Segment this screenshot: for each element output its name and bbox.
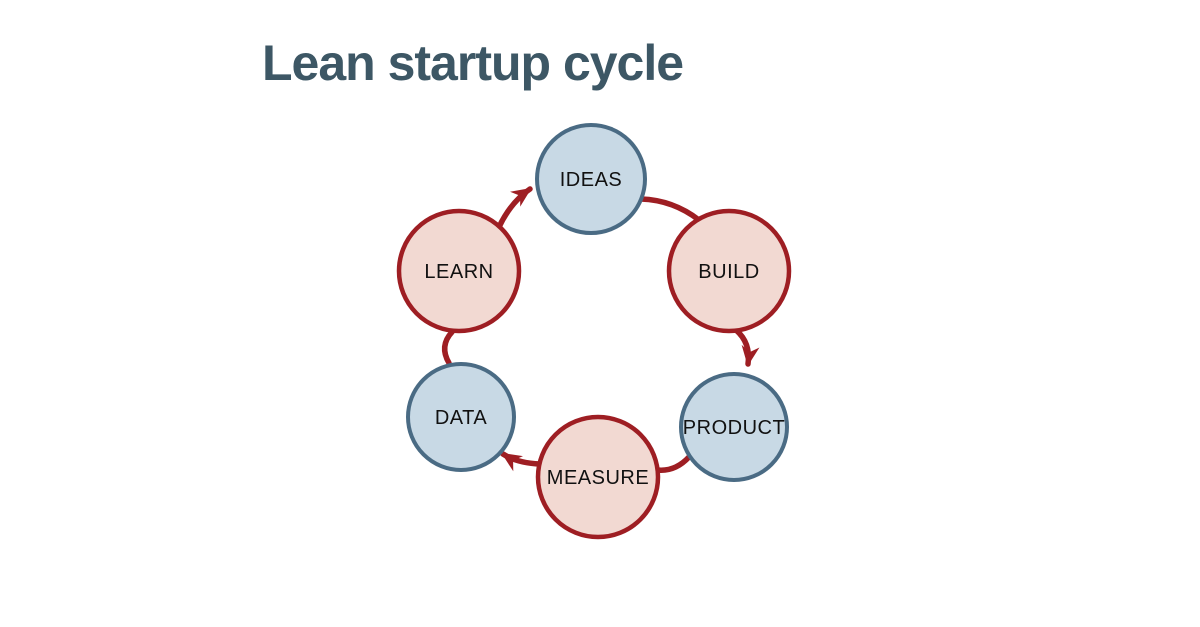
node-measure-circle bbox=[535, 414, 661, 540]
page-title: Lean startup cycle bbox=[262, 35, 684, 91]
connector-measure-to-data-arrow bbox=[500, 451, 543, 472]
node-product-label: PRODUCT bbox=[683, 417, 785, 439]
connector-data-to-learn bbox=[441, 329, 455, 366]
connector-product-to-measure bbox=[654, 454, 692, 473]
node-build-circle bbox=[666, 208, 792, 334]
node-build-label: BUILD bbox=[698, 261, 759, 283]
connector-ideas-to-build bbox=[638, 196, 702, 223]
node-ideas-circle bbox=[535, 123, 647, 235]
node-product-circle bbox=[679, 372, 789, 482]
connector-learn-to-ideas-arrow bbox=[496, 186, 533, 230]
node-data-label: DATA bbox=[435, 407, 488, 429]
connector-build-to-product-arrow bbox=[733, 327, 760, 367]
node-ideas-label: IDEAS bbox=[560, 169, 623, 191]
node-learn-circle bbox=[396, 208, 522, 334]
node-learn-label: LEARN bbox=[424, 261, 493, 283]
node-data-circle bbox=[406, 362, 516, 472]
node-measure-label: MEASURE bbox=[547, 467, 649, 489]
